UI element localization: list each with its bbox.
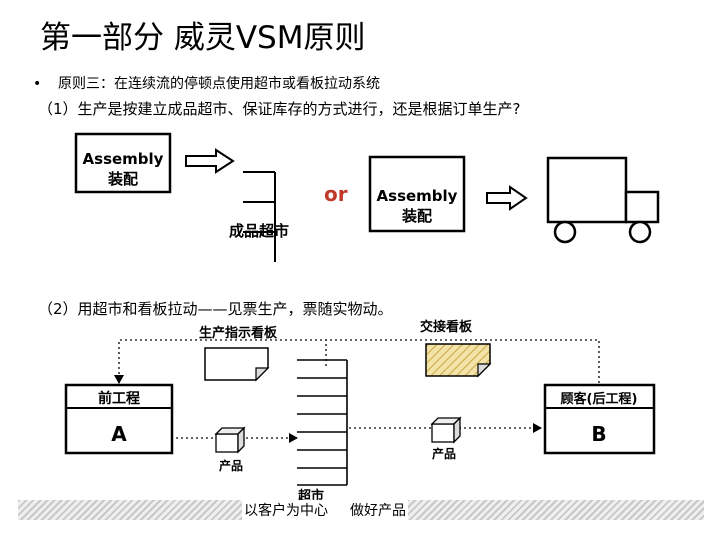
or-label: or: [324, 182, 348, 206]
finished-goods-supermarket-label: 成品超市: [229, 222, 289, 240]
product-label-left: 产品: [219, 458, 243, 473]
page-title: 第一部分 威灵VSM原则: [40, 20, 366, 56]
customer-box: 顾客(后工程) B: [543, 383, 656, 455]
principle-text: 原则三：在连续流的停顿点使用超市或看板拉动系统: [58, 76, 380, 92]
customer-title: 顾客(后工程): [561, 391, 638, 407]
prev-process-box: 前工程 A: [64, 383, 174, 455]
withdrawal-kanban-card-icon: [425, 343, 492, 378]
supermarket-icon: [297, 359, 348, 486]
withdrawal-kanban-label: 交接看板: [420, 319, 473, 335]
footer-slogan-right: 做好产品: [350, 503, 406, 519]
push-arrow-icon: [185, 148, 235, 174]
assembly-box-right: Assembly 装配: [368, 155, 466, 233]
product-box-icon-right: [430, 416, 462, 444]
bullet-dot: •: [33, 76, 42, 92]
customer-letter: B: [591, 422, 606, 446]
assembly-label-cn-right: 装配: [401, 207, 432, 225]
withdrawal-kanban-loop: [326, 339, 600, 383]
assembly-label-en-right: Assembly: [377, 187, 458, 205]
prev-process-letter: A: [111, 422, 127, 446]
ship-arrow-icon: [486, 185, 528, 211]
question-two: （2）用超市和看板拉动——见票生产，票随实物动。: [38, 300, 393, 318]
production-kanban-label: 生产指示看板: [199, 325, 278, 341]
assembly-box-left: Assembly 装配: [74, 132, 172, 194]
truck-icon: [546, 156, 660, 244]
footer-slogan: 以客户为中心 做好产品: [242, 500, 408, 520]
assembly-label-en: Assembly: [83, 150, 164, 168]
product-label-right: 产品: [432, 446, 456, 461]
production-kanban-card-icon: [204, 347, 270, 382]
prev-process-title: 前工程: [98, 390, 140, 407]
footer-slogan-left: 以客户为中心: [244, 503, 328, 519]
finished-goods-supermarket-icon: [243, 171, 276, 262]
product-box-icon-left: [214, 426, 246, 454]
assembly-label-cn: 装配: [107, 170, 138, 188]
question-one: （1）生产是按建立成品超市、保证库存的方式进行，还是根据订单生产?: [38, 100, 521, 118]
